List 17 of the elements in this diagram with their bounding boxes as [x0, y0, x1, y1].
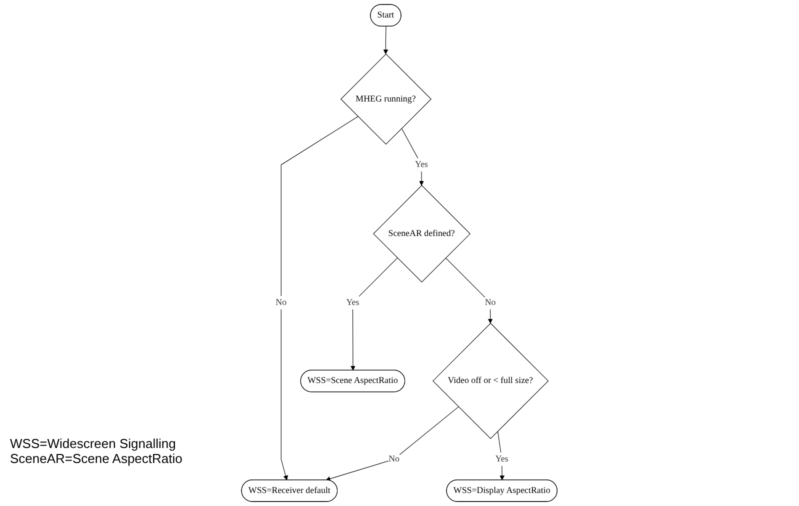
node-diamond: SceneAR defined?	[373, 185, 471, 282]
node-diamond: MHEG running?	[340, 54, 432, 145]
arrow	[326, 406, 459, 482]
arrow	[383, 26, 388, 54]
node-diamond: Video off or < full size?	[432, 322, 549, 439]
edge-label: Yes	[415, 160, 428, 170]
edge-label: No	[485, 298, 496, 308]
arrow	[350, 258, 398, 371]
arrow	[446, 258, 493, 324]
arrow	[401, 128, 424, 186]
arrow	[281, 116, 358, 480]
edge-label: Yes	[346, 298, 360, 308]
edge-label: No	[388, 454, 400, 464]
note-text: SceneAR=Scene AspectRatio	[10, 451, 182, 466]
note-text: WSS=Widescreen Signalling	[10, 436, 177, 451]
edge-label: Yes	[496, 454, 508, 464]
edge-label: No	[276, 298, 287, 308]
